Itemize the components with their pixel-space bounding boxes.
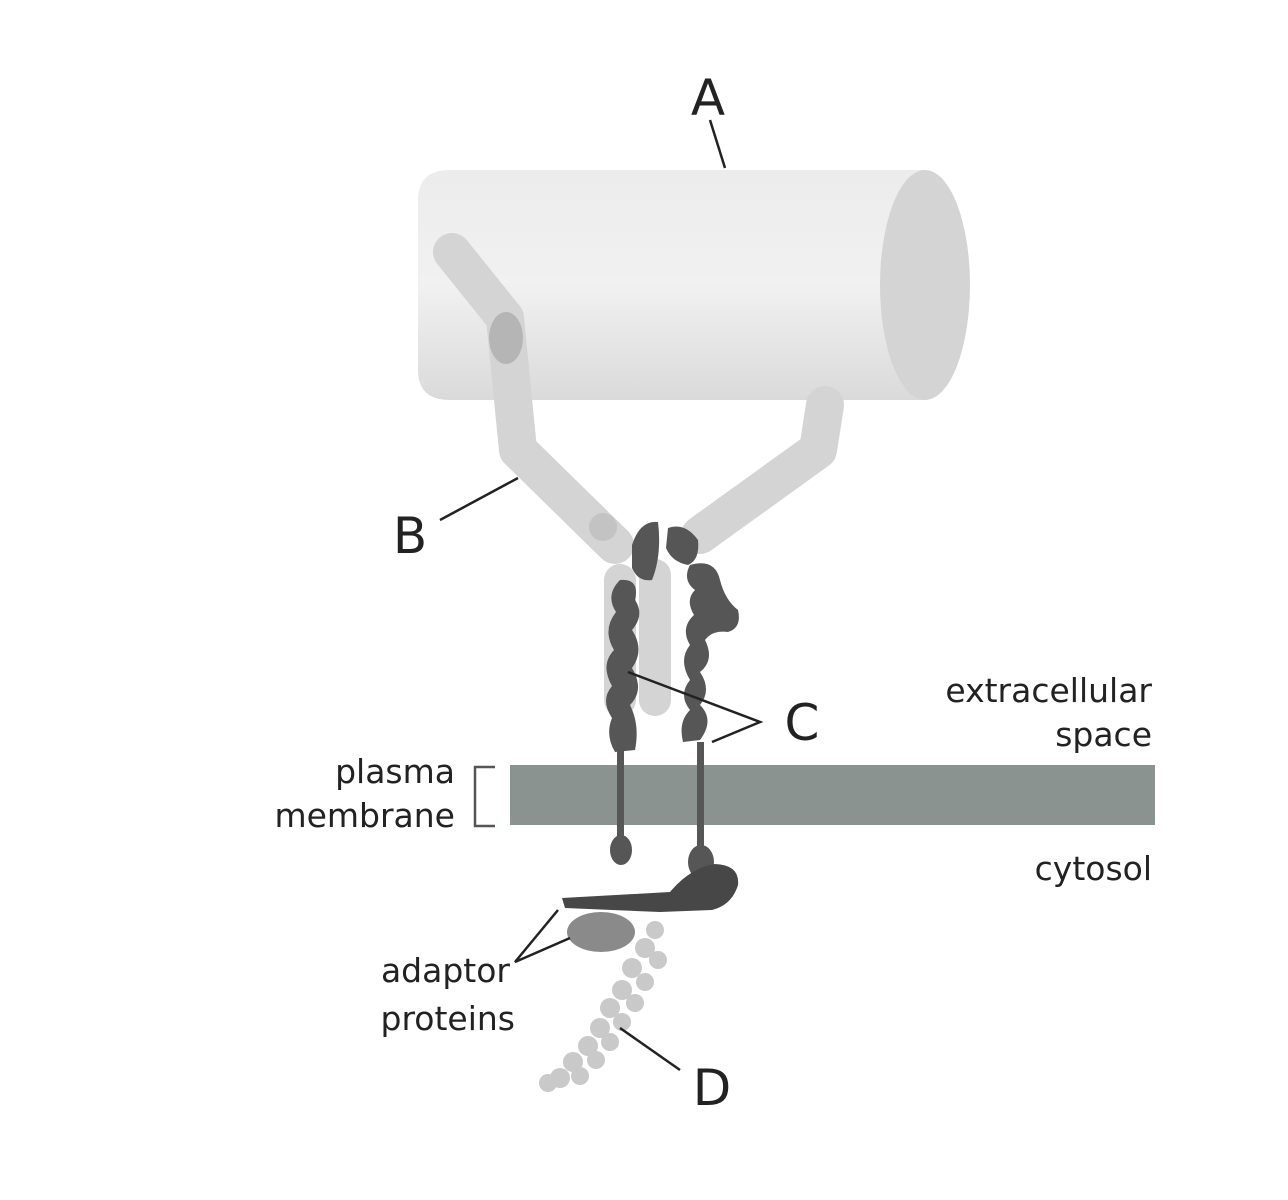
leader-b xyxy=(439,476,519,522)
label-adaptor: adaptor xyxy=(381,951,510,990)
membrane-bracket xyxy=(473,765,495,828)
label-proteins: proteins xyxy=(381,999,516,1038)
alpha-tail xyxy=(610,835,632,865)
arm-joint xyxy=(489,312,523,364)
label-plasma: plasma xyxy=(335,752,455,791)
leader-d xyxy=(619,1026,681,1072)
label-extracellular: extracellular xyxy=(945,671,1152,710)
label-a: A xyxy=(691,69,725,127)
cylinder-end xyxy=(880,170,970,400)
label-membrane: membrane xyxy=(274,796,455,835)
alpha-head xyxy=(632,521,660,581)
plasma-membrane xyxy=(510,765,1155,825)
leader-a xyxy=(708,119,727,169)
transmembrane-overlay xyxy=(617,765,704,825)
adaptor-oval xyxy=(567,912,635,952)
cylinder-body xyxy=(418,170,925,400)
adaptor-bar xyxy=(562,864,739,912)
label-c: C xyxy=(785,694,820,752)
leader-adaptor xyxy=(514,909,571,964)
alpha-leg xyxy=(606,579,640,752)
arm-joint-lower xyxy=(589,513,617,541)
alpha-arm xyxy=(433,233,634,564)
label-cytosol: cytosol xyxy=(1035,849,1152,888)
beta-arm xyxy=(681,386,844,554)
fiber-cylinder xyxy=(418,170,970,400)
label-b: B xyxy=(393,507,427,565)
label-space: space xyxy=(1055,715,1152,754)
beta-head xyxy=(666,526,699,565)
label-d: D xyxy=(693,1059,732,1117)
actin-filament xyxy=(539,921,667,1092)
beta-leg xyxy=(681,563,739,742)
leader-c xyxy=(627,670,764,744)
